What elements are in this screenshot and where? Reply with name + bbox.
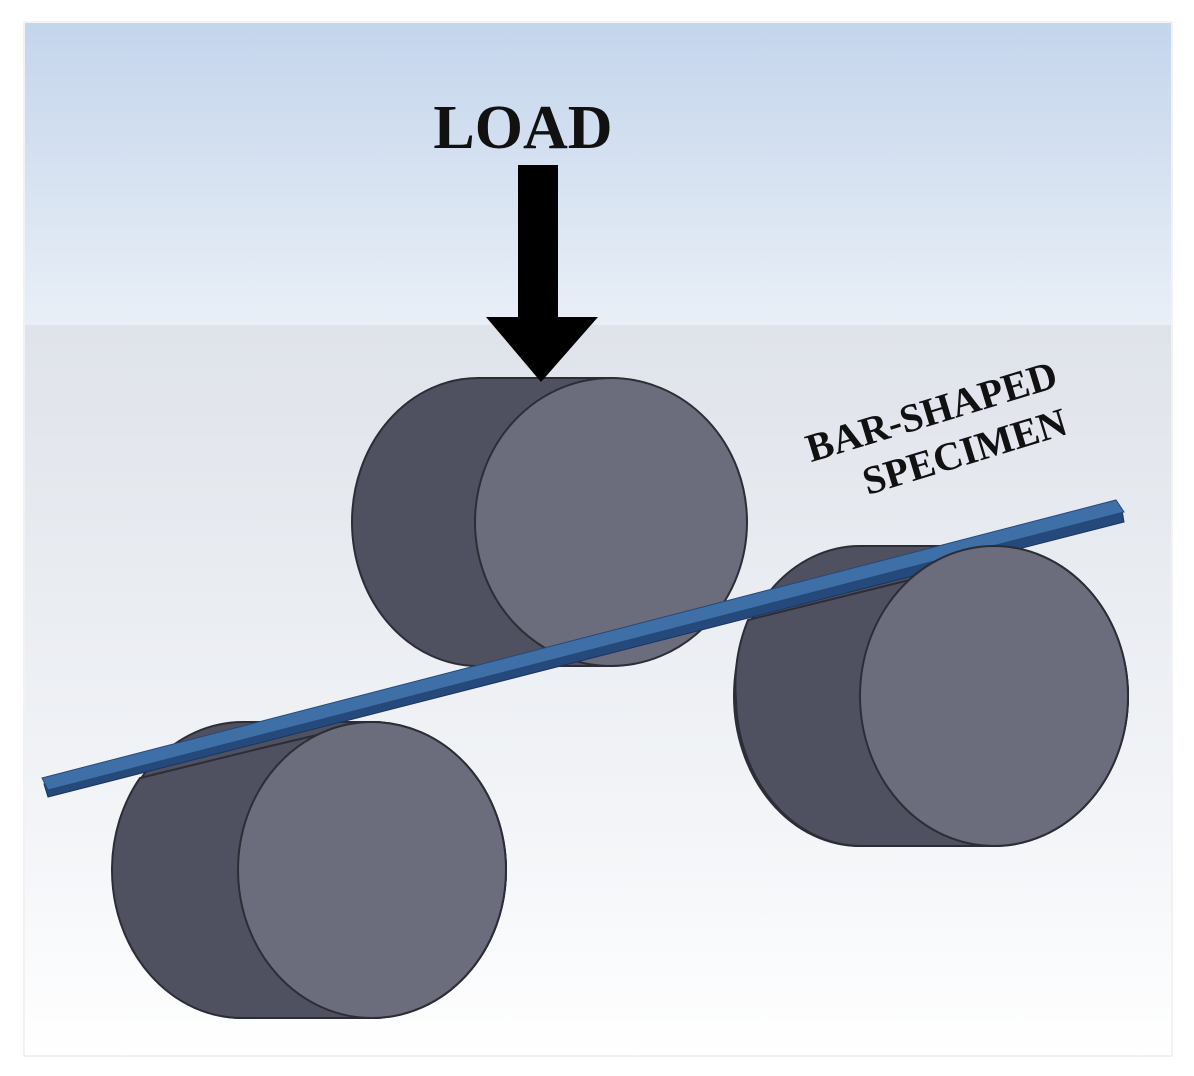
arrow-down-icon [486,165,598,382]
sky-backdrop [25,23,1171,325]
loading-roller-face [474,377,748,667]
right-support-roller-front [734,545,1129,847]
left-support-roller-front-face [237,721,507,1019]
loading-roller [351,377,748,667]
bar-specimen [41,499,1125,798]
load-label: LOAD [433,94,612,162]
left-support-roller-front [110,720,507,1020]
bar-specimen-top [41,499,1125,791]
right-support-roller-front-face [859,545,1129,847]
